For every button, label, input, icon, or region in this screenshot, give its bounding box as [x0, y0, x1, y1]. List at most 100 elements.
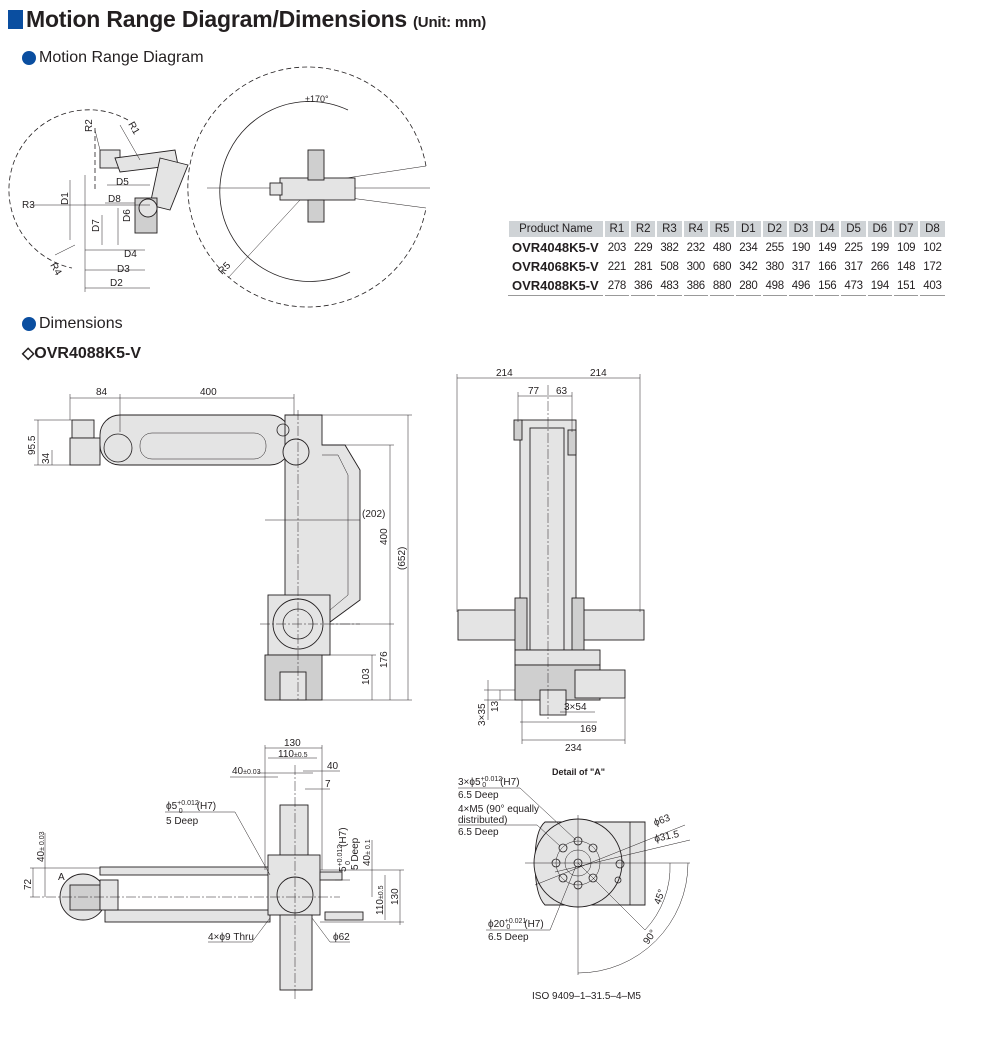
dim-202: (202): [362, 509, 385, 520]
dim-214-right: 214: [590, 368, 607, 379]
value-cell: 281: [629, 256, 658, 277]
label-d4: D4: [124, 249, 137, 260]
dim-34: 34: [41, 452, 52, 464]
dim-phi31-5: ϕ31.5: [653, 829, 680, 845]
title-text: Motion Range Diagram/Dimensions: [26, 6, 408, 32]
value-cell: 156: [813, 275, 842, 296]
label-angle: ±170°: [305, 94, 329, 104]
dim-130-right: 130: [390, 888, 401, 905]
base-joint: [138, 198, 158, 218]
right-motor: [579, 609, 645, 641]
dim-40-right: 40: [327, 761, 339, 772]
value-cell: 229: [629, 237, 658, 258]
bullet-icon: [22, 51, 36, 65]
motion-side-diagram: R2 R1 D5 R3 D1 D8 D6 D7 D4 R4 D3 D2: [8, 109, 189, 292]
value-cell: 190: [787, 237, 816, 258]
section-title: Dimensions: [39, 315, 123, 332]
through-holes-label: 4×ϕ9 Thru: [208, 932, 254, 943]
value-cell: 880: [708, 275, 737, 296]
value-cell: 386: [629, 275, 658, 296]
unit-label: (Unit: mm): [413, 14, 487, 31]
label-d5: D5: [116, 177, 129, 188]
value-cell: 480: [708, 237, 737, 258]
value-cell: 148: [892, 256, 921, 277]
dim-652: (652): [397, 547, 408, 570]
title-square-icon: [8, 10, 23, 29]
column-header: R1: [602, 219, 632, 239]
product-name-cell: OVR4088K5-V: [508, 275, 605, 296]
upper-motor: [279, 804, 309, 856]
solid-range-arc: [219, 101, 351, 282]
right-pin-label: 5+0.0120(H7): [337, 827, 352, 872]
angle-90: 90°: [641, 928, 659, 947]
dim-72: 72: [23, 878, 34, 890]
detail-a-marker: A: [58, 872, 65, 883]
page-title: Motion Range Diagram/Dimensions (Unit: m…: [8, 6, 486, 33]
robot-motor: [307, 149, 325, 181]
dim-130-top: 130: [284, 738, 301, 749]
value-cell: 199: [866, 237, 894, 258]
dim-phi63: ϕ63: [652, 813, 672, 829]
value-cell: 382: [655, 237, 684, 258]
dim-3x35: 3×35: [477, 703, 488, 726]
arm-link-2: [149, 157, 189, 211]
dim-110: 110±0.5: [278, 749, 308, 760]
value-cell: 496: [787, 275, 816, 296]
column-header: D1: [734, 219, 763, 239]
dim-176: 176: [379, 651, 390, 668]
side-view: 214 214 77 63 3×35 13 3×54 169 234: [456, 368, 645, 754]
label-d3: D3: [117, 264, 130, 275]
column-header: R4: [681, 219, 710, 239]
taps-label-2: distributed): [458, 815, 507, 826]
dim-110-right: 110±0.5: [375, 885, 386, 915]
motion-top-diagram: ±170° R5: [187, 66, 430, 308]
column-header: R2: [629, 219, 658, 239]
value-cell: 225: [839, 237, 868, 258]
section-title: Motion Range Diagram: [39, 49, 204, 66]
label-d8: D8: [108, 194, 121, 205]
model-heading: ◇OVR4088K5-V: [22, 345, 142, 362]
label-r2: R2: [84, 119, 95, 132]
lower-bar: [104, 909, 271, 923]
value-cell: 151: [892, 275, 921, 296]
value-cell: 255: [760, 237, 789, 258]
value-cell: 473: [839, 275, 868, 296]
section-dimensions: Dimensions: [22, 315, 123, 333]
dim-84: 84: [96, 387, 108, 398]
dim-40-tol-0-1: 40± 0.1: [362, 839, 373, 866]
value-cell: 386: [682, 275, 710, 296]
bracket: [574, 669, 626, 699]
dim-40-top: 40±0.03: [232, 766, 261, 777]
column-header: D4: [813, 219, 842, 239]
angle-45: 45°: [652, 888, 668, 906]
dim-77: 77: [528, 386, 540, 397]
column-header: D3: [786, 219, 816, 239]
value-cell: 221: [603, 256, 632, 277]
label-d2: D2: [110, 278, 123, 289]
robot-gripper: [269, 182, 283, 196]
dashed-range-arc: [187, 66, 427, 308]
robot-top: [279, 177, 356, 201]
label-r3: R3: [22, 200, 35, 211]
label-r4: R4: [47, 261, 63, 278]
column-header: R5: [707, 219, 737, 239]
dim-7: 7: [325, 779, 331, 790]
dim-400-horizontal: 400: [200, 387, 217, 398]
pins-depth: 6.5 Deep: [458, 790, 499, 801]
value-cell: 266: [866, 256, 894, 277]
value-cell: 403: [918, 275, 947, 296]
dim-40-left: 40± 0.03: [36, 831, 47, 862]
value-cell: 498: [760, 275, 789, 296]
dim-214-left: 214: [496, 368, 513, 379]
dim-phi62: ϕ62: [333, 932, 350, 943]
label-d7: D7: [91, 219, 102, 232]
